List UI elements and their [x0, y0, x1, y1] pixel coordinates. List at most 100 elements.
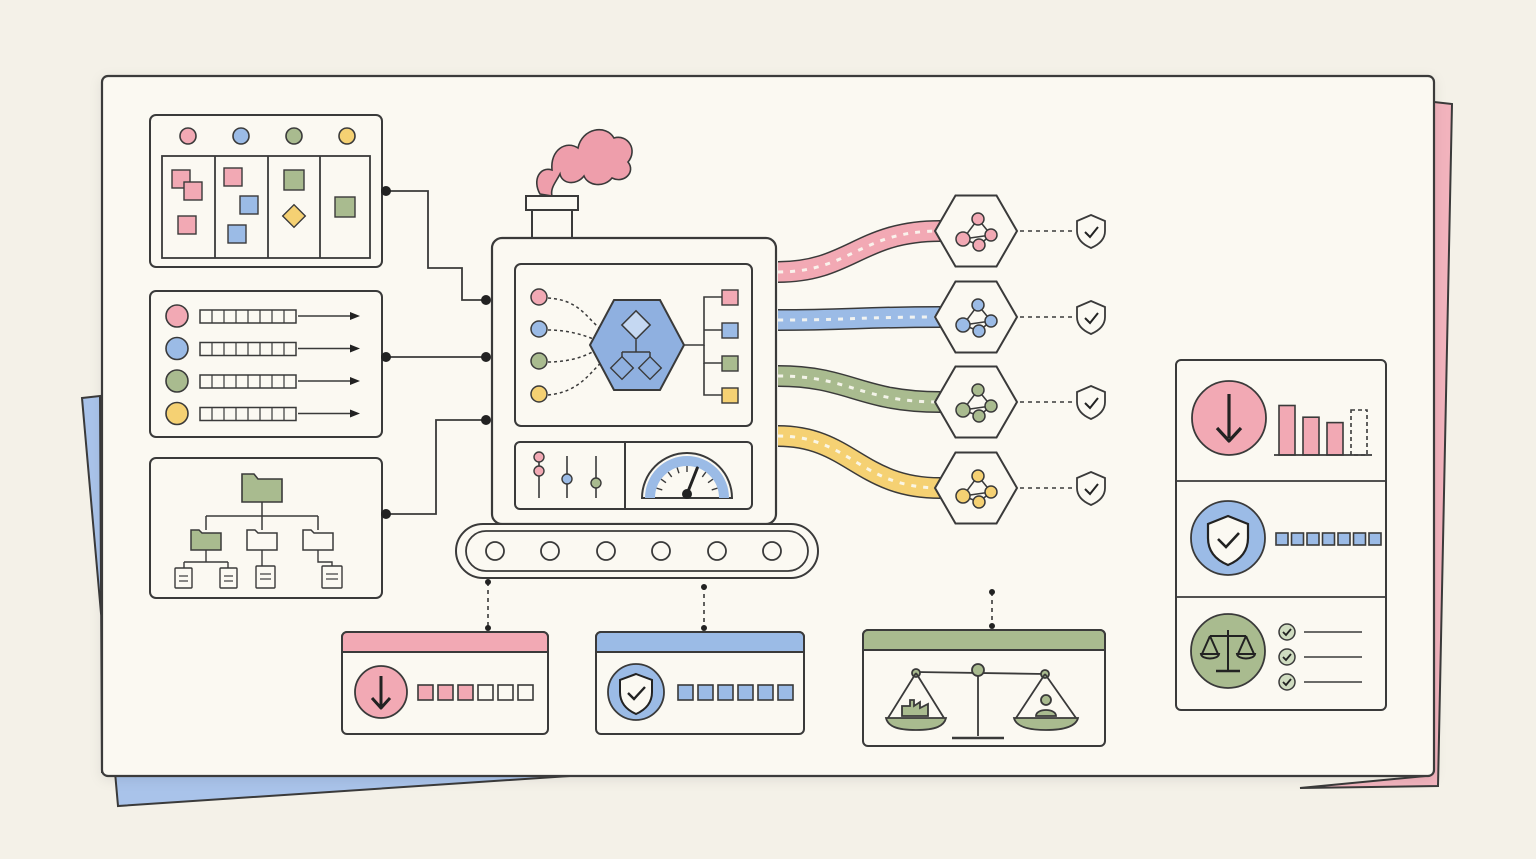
- bar: [1350, 409, 1368, 456]
- hexagon-node: [933, 280, 1019, 354]
- queue-dot: [165, 369, 189, 393]
- check-icon: [1282, 678, 1292, 687]
- check-icon: [1282, 628, 1292, 637]
- connector-dot: [701, 625, 707, 631]
- output-card-balance: [862, 629, 1106, 747]
- network-graph-icon: [971, 298, 985, 312]
- queue-dot: [165, 304, 189, 328]
- network-graph-icon: [955, 231, 971, 247]
- progress-square: [717, 684, 734, 701]
- check-circle-icon: [1278, 623, 1296, 641]
- network-graph-icon: [972, 238, 986, 252]
- progress-squares: [677, 684, 794, 701]
- stream-band: [777, 221, 941, 282]
- progress-square: [457, 684, 474, 701]
- bar-chart-icon: [1274, 404, 1372, 456]
- check-circle-icon: [1278, 673, 1296, 691]
- gauge-tick: [701, 471, 707, 478]
- connector-dot: [481, 415, 491, 425]
- network-graph-icon: [984, 485, 998, 499]
- hexagon-router-icon: [530, 288, 739, 404]
- stream-band: [777, 307, 941, 330]
- network-graph-icon: [984, 314, 998, 328]
- network-graph-icon: [972, 324, 986, 338]
- shield-check-icon: [1076, 385, 1106, 420]
- progress-square: [1306, 532, 1320, 546]
- check-icon: [1282, 653, 1292, 662]
- progress-square: [477, 684, 494, 701]
- summary-panel: [1175, 359, 1387, 711]
- network-graph-icon: [984, 228, 998, 242]
- progress-square: [1352, 532, 1367, 546]
- progress-squares: [417, 684, 534, 701]
- arrow-head-icon: [350, 344, 360, 353]
- gauge-tick: [676, 467, 680, 474]
- arrow-head-icon: [350, 312, 360, 320]
- shield-check-icon: [607, 663, 665, 721]
- progress-square: [497, 684, 514, 701]
- progress-square: [1290, 532, 1305, 546]
- queue-dot: [165, 401, 189, 426]
- connector-dot: [481, 352, 491, 362]
- connector-dot: [485, 579, 491, 585]
- connector-dot: [481, 295, 491, 305]
- network-graph-icon: [971, 212, 985, 226]
- queue-dot: [165, 336, 189, 361]
- folder-tree-icon: [149, 457, 383, 599]
- network-graph-icon: [955, 402, 971, 418]
- gauge-tick: [656, 487, 663, 491]
- connector-dot: [381, 352, 391, 362]
- connector-dot: [381, 509, 391, 519]
- shield-check-icon: [1076, 471, 1106, 506]
- down-arrow-icon: [1191, 380, 1267, 456]
- checklist-icon: [1278, 623, 1362, 691]
- bar: [1302, 416, 1320, 456]
- network-graph-icon: [972, 409, 986, 423]
- check-icon: [1084, 226, 1099, 239]
- network-graph-icon: [984, 399, 998, 413]
- stream-band: [777, 366, 941, 412]
- progress-square: [1321, 532, 1336, 546]
- speedometer-gauge-icon: [640, 452, 734, 499]
- balance-scale-icon: [1190, 613, 1266, 689]
- stream-dashes: [777, 434, 941, 490]
- progress-square: [1368, 532, 1382, 546]
- progress-square: [517, 684, 534, 701]
- connector-dot: [485, 625, 491, 631]
- progress-square: [737, 684, 754, 701]
- gauge-tick: [711, 487, 718, 491]
- hexagon-node: [933, 451, 1019, 525]
- progress-square: [437, 684, 454, 701]
- connector-dot: [989, 623, 995, 629]
- output-card-protection: [595, 631, 805, 735]
- progress-square: [1275, 532, 1289, 546]
- output-card-reduction: [341, 631, 549, 735]
- shield-check-icon: [1076, 300, 1106, 335]
- connector-dot: [701, 584, 707, 590]
- progress-square: [677, 684, 694, 701]
- shield-check-icon: [1076, 214, 1106, 249]
- shield-check-icon: [1190, 500, 1266, 576]
- network-graph-icon: [955, 317, 971, 333]
- progress-square: [417, 684, 434, 701]
- network-graph-icon: [971, 469, 985, 483]
- network-graph-icon: [972, 495, 986, 509]
- network-graph-icon: [955, 488, 971, 504]
- check-icon: [1084, 397, 1099, 410]
- bar: [1326, 421, 1344, 456]
- progress-squares: [1275, 532, 1382, 546]
- down-arrow-icon: [354, 665, 408, 719]
- gauge-tick: [660, 478, 667, 484]
- hexagon-node: [933, 194, 1019, 268]
- network-graph-icon: [971, 383, 985, 397]
- conveyor-belt-icon: [455, 523, 819, 579]
- gauge-tick: [667, 471, 673, 478]
- output-connectors: [487, 582, 993, 628]
- progress-square: [777, 684, 794, 701]
- progress-square: [697, 684, 714, 701]
- arrow-head-icon: [350, 409, 360, 418]
- gauge-tick: [707, 478, 714, 484]
- kanban-board-icon: [149, 114, 383, 268]
- connector-dot: [381, 186, 391, 196]
